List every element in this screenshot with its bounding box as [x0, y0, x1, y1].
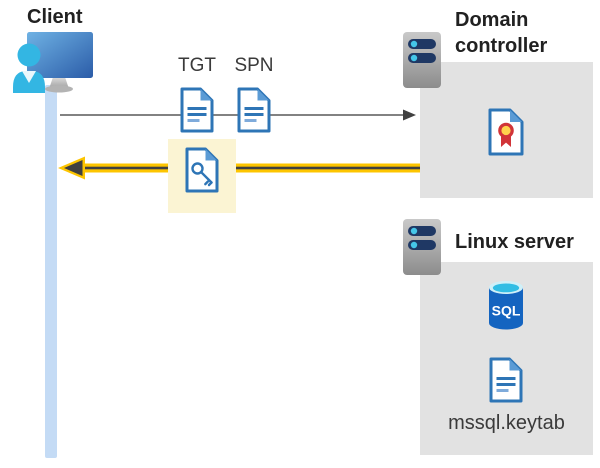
client-lifeline-bar	[45, 85, 57, 458]
spn-label: SPN	[234, 55, 274, 76]
request-arrow-right	[60, 109, 416, 121]
linux-server-label: Linux server	[455, 231, 574, 253]
sql-database-icon: SQL	[486, 279, 526, 333]
keytab-filename-label: mssql.keytab	[448, 412, 565, 434]
domain-controller-server-icon	[402, 31, 442, 89]
response-arrow-left	[58, 156, 420, 180]
client-computer-icon	[12, 31, 94, 93]
keytab-document-icon	[489, 357, 523, 403]
sql-icon-text: SQL	[492, 303, 521, 319]
spn-document-icon	[237, 87, 271, 133]
tgt-label: TGT	[178, 55, 216, 76]
linux-server-icon	[402, 218, 442, 276]
tgt-document-icon	[180, 87, 214, 133]
client-label: Client	[27, 6, 83, 28]
domain-controller-label: Domain controller	[455, 9, 548, 57]
key-document-icon	[185, 147, 219, 193]
certificate-icon	[488, 108, 524, 156]
